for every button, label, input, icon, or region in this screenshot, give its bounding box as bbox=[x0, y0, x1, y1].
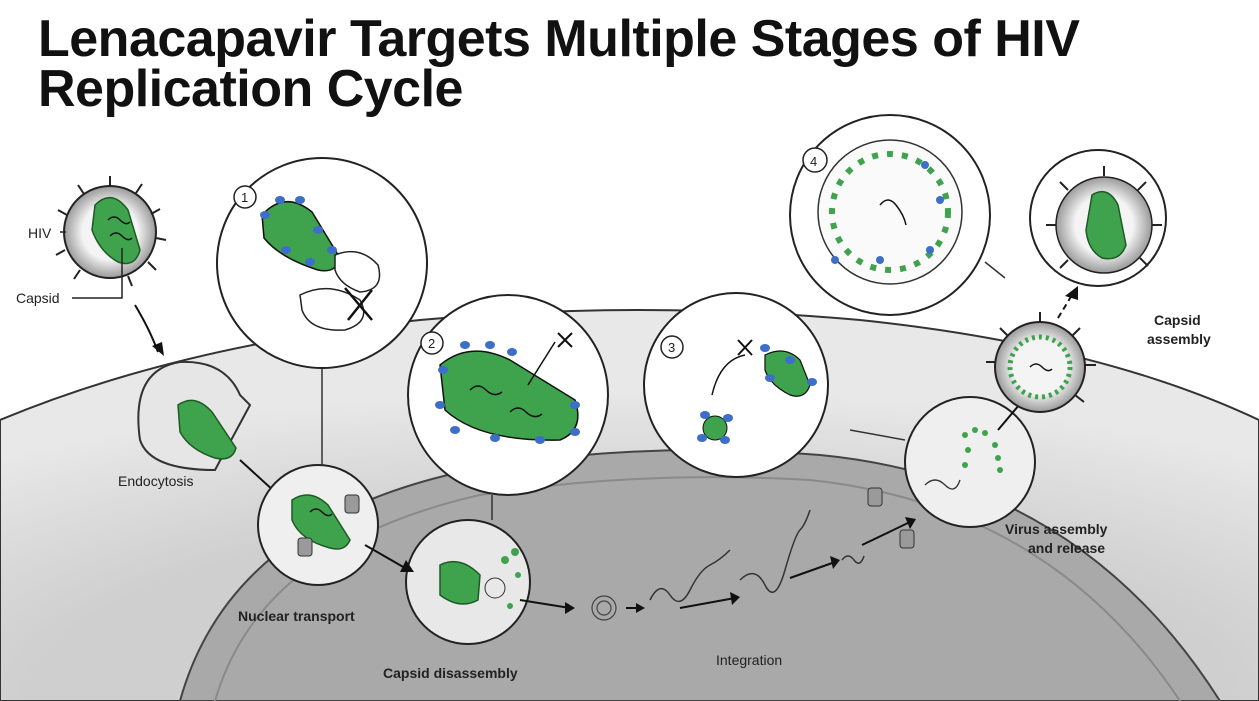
viral-dna-strand bbox=[649, 549, 731, 603]
stage-1-inset: 1 bbox=[216, 157, 428, 369]
nuclear-pore-2 bbox=[899, 529, 915, 549]
capsid-label: Capsid bbox=[16, 290, 60, 306]
stage-3-inset: 3 bbox=[643, 292, 829, 478]
stage-4-inset: 4 bbox=[789, 114, 991, 316]
endocytosis-label: Endocytosis bbox=[118, 473, 193, 489]
integrated-dna-strand bbox=[739, 509, 811, 594]
virus-assembly-inset bbox=[904, 396, 1036, 528]
virus-assembly-label-line2: and release bbox=[1028, 540, 1105, 556]
dna-coil bbox=[591, 595, 617, 621]
budding-virion bbox=[986, 312, 1096, 413]
capsid-assembly-label-line1: Capsid bbox=[1154, 312, 1201, 328]
capsid-disassembly-label: Capsid disassembly bbox=[383, 665, 518, 681]
page-title: Lenacapavir Targets Multiple Stages of H… bbox=[38, 10, 1080, 118]
stage-1-number: 1 bbox=[241, 190, 248, 205]
integration-label: Integration bbox=[716, 652, 782, 668]
nuclear-transport-label: Nuclear transport bbox=[238, 608, 355, 624]
hiv-virion bbox=[55, 176, 167, 287]
stage-2-number: 2 bbox=[428, 336, 435, 351]
capsid-leader-line bbox=[72, 248, 123, 299]
stage-4-number: 4 bbox=[810, 154, 817, 169]
capsid-disassembly-inset bbox=[405, 519, 531, 645]
stage-2-inset: 2 bbox=[407, 294, 609, 496]
nuclear-transport-inset bbox=[257, 464, 379, 586]
arrow-entry bbox=[134, 304, 159, 353]
stage-3-number: 3 bbox=[668, 340, 675, 355]
hiv-label: HIV bbox=[28, 225, 52, 241]
virus-assembly-label-line1: Virus assembly bbox=[1005, 521, 1108, 537]
endocytosed-capsid bbox=[177, 399, 237, 460]
capsid-assembly-label-line2: assembly bbox=[1147, 331, 1211, 347]
mature-virion-inset bbox=[1029, 149, 1167, 287]
nuclear-pore-1 bbox=[867, 487, 883, 507]
